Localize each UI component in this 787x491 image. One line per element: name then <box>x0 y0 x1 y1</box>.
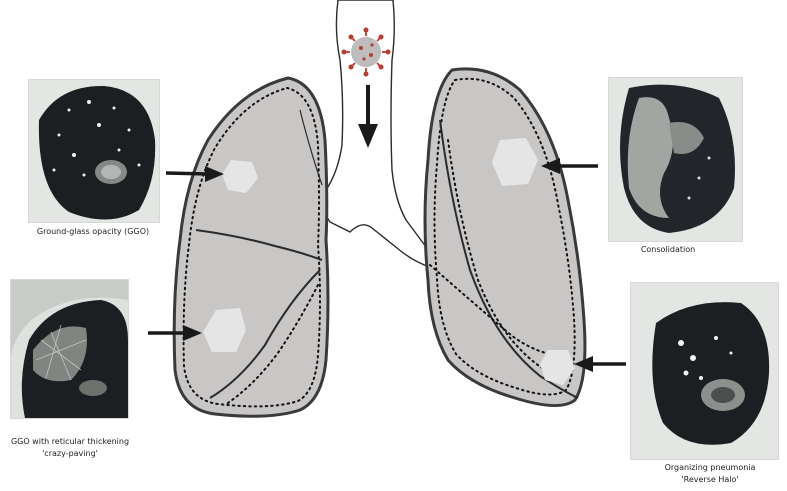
ct-image-consolidation <box>608 77 743 242</box>
ct-image-crazy-paving <box>10 279 129 419</box>
lesion-consolidation <box>492 138 538 186</box>
arrow-right-icon <box>148 325 202 341</box>
arrow-down-icon <box>358 85 378 148</box>
caption-ggo: Ground-glass opacity (GGO) <box>36 227 150 236</box>
caption-reverse-halo-line1: Organizing pneumonia <box>664 463 756 472</box>
right-lung-horizontal-fissure <box>195 229 323 261</box>
right-lung-oblique-fissure <box>209 269 321 399</box>
right-lung-dotted-border <box>182 86 321 408</box>
ct-reverse-halo-graphic <box>631 283 778 459</box>
arrow-left-icon <box>541 158 598 174</box>
caption-crazy-paving-line2: 'crazy-paving' <box>42 449 98 458</box>
arrow-right-icon <box>165 166 224 182</box>
left-lung-oblique-fissure <box>439 119 579 399</box>
left-lung-dotted-border <box>433 77 576 396</box>
lesion-ggo <box>222 160 258 193</box>
caption-reverse-halo-line2: 'Reverse Halo' <box>681 475 739 484</box>
ct-crazy-paving-graphic <box>11 280 128 418</box>
caption-consolidation: Consolidation <box>640 245 696 254</box>
caption-crazy-paving-line1: GGO with reticular thickening <box>10 437 130 446</box>
lesion-reverse-halo <box>540 350 575 385</box>
ct-ggo-graphic <box>29 80 159 222</box>
ct-image-reverse-halo <box>630 282 779 460</box>
lesion-crazy-paving <box>203 308 246 352</box>
coronavirus-icon <box>341 27 391 77</box>
ct-consolidation-graphic <box>609 78 742 241</box>
arrow-left-icon <box>574 356 626 372</box>
ct-image-ggo <box>28 79 160 223</box>
